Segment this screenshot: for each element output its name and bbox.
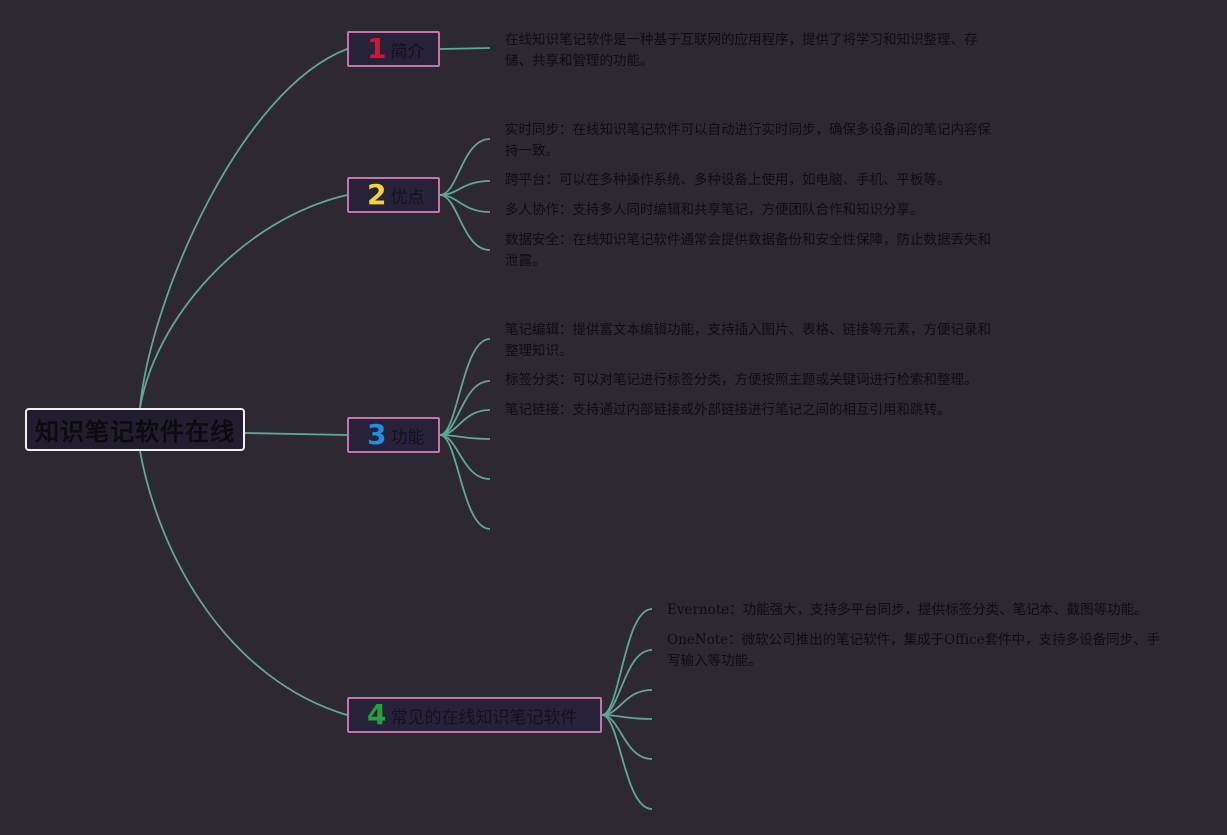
topic-node-advantages[interactable]: 2 优点 [347, 177, 440, 213]
connector-advantages-leaf-2 [439, 180, 491, 196]
leaf-advantages-4: 数据安全：在线知识笔记软件通常会提供数据备份和安全性保障，防止数据丢失和泄露。 [505, 232, 991, 269]
connector-software-leaf-2 [601, 649, 653, 716]
leaf-software-onenote: OneNote：微软公司推出的笔记软件，集成于Office套件中，支持多设备同步… [667, 632, 1161, 669]
connector-root-topic-1 [139, 48, 348, 409]
leaf-features-2: 标签分类：可以对笔记进行标签分类，方便按照主题或关键词进行检索和整理。 [505, 372, 978, 388]
connector-advantages-leaf-4 [439, 194, 491, 251]
connector-software-leaf-1 [601, 608, 653, 716]
leaf-intro-1: 在线知识笔记软件是一种基于互联网的应用程序，提供了将学习和知识整理、存储、共享和… [505, 32, 978, 69]
connector-features-leaf-5 [439, 434, 491, 480]
leaf-advantages-1: 实时同步：在线知识笔记软件可以自动进行实时同步，确保多设备间的笔记内容保持一致。 [505, 122, 991, 159]
topic-node-intro[interactable]: 1 简介 [347, 31, 440, 67]
connector-advantages-leaf-1 [439, 138, 491, 196]
connector-features-leaf-2 [439, 380, 491, 436]
topic-node-common-software[interactable]: 4 常见的在线知识笔记软件 [347, 697, 602, 733]
connector-software-leaf-6 [601, 714, 653, 810]
connector-root-topic-3 [244, 432, 348, 436]
topic-label-intro: 简介 [390, 41, 425, 62]
topic-number-3: 3 [367, 418, 387, 451]
connector-root-topic-4 [139, 450, 348, 716]
topic-label-features: 功能 [390, 427, 425, 448]
topic-number-2: 2 [367, 178, 387, 211]
leaf-advantages-2: 跨平台：可以在多种操作系统、多种设备上使用，如电脑、手机、平板等。 [505, 172, 951, 188]
leaf-advantages-3: 多人协作：支持多人同时编辑和共享笔记，方便团队合作和知识分享。 [505, 202, 924, 218]
leaf-features-1: 笔记编辑：提供富文本编辑功能，支持插入图片、表格、链接等元素，方便记录和整理知识… [505, 322, 991, 359]
topic-number-4: 4 [367, 698, 387, 731]
topic-label-common-software: 常见的在线知识笔记软件 [390, 707, 578, 728]
topic-number-1: 1 [367, 32, 387, 65]
topic-label-advantages: 优点 [390, 187, 425, 208]
connector-root-topic-2 [139, 194, 348, 409]
connector-features-leaf-1 [439, 338, 491, 436]
leaf-software-evernote: Evernote：功能强大，支持多平台同步，提供标签分类、笔记本、截图等功能。 [667, 602, 1148, 618]
leaf-features-3: 笔记链接：支持通过内部链接或外部链接进行笔记之间的相互引用和跳转。 [505, 402, 951, 418]
root-label: 知识笔记软件在线 [35, 418, 235, 446]
connector-intro-leaf-1 [439, 47, 491, 50]
connector-features-leaf-6 [439, 434, 491, 530]
root-node[interactable]: 知识笔记软件在线 [25, 408, 245, 451]
connector-software-leaf-5 [601, 714, 653, 760]
topic-node-features[interactable]: 3 功能 [347, 417, 440, 453]
